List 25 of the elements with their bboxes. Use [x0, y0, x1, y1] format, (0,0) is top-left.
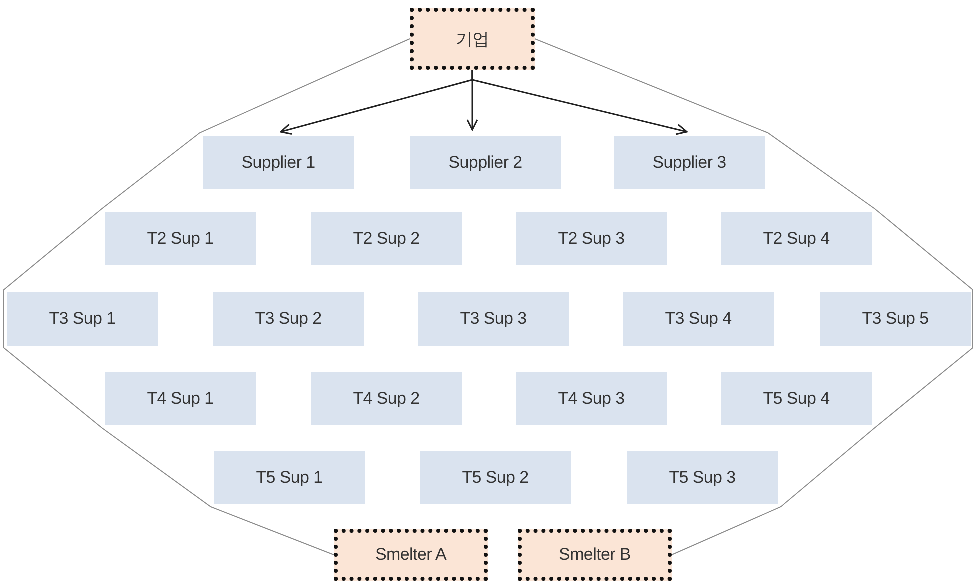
supplier-box: T2 Sup 2 [311, 212, 462, 265]
supplier-box: Supplier 2 [410, 136, 561, 189]
connector-line [4, 38, 410, 556]
smelter-box: Smelter B [518, 529, 672, 581]
supplier-box: T2 Sup 1 [105, 212, 256, 265]
supplier-box: T3 Sup 3 [418, 292, 569, 346]
supplier-box: T5 Sup 2 [420, 451, 571, 504]
supplier-box: T2 Sup 4 [721, 212, 872, 265]
smelter-box: Smelter A [334, 529, 488, 581]
supplier-box: T3 Sup 2 [213, 292, 364, 346]
supplier-box: T5 Sup 3 [627, 451, 778, 504]
supplier-box: T2 Sup 3 [516, 212, 667, 265]
supplier-box: T3 Sup 5 [820, 292, 971, 346]
supplier-box: Supplier 3 [614, 136, 765, 189]
connector-line [534, 38, 974, 556]
supplier-box: Supplier 1 [203, 136, 354, 189]
supplier-box: T4 Sup 3 [516, 372, 667, 425]
supplier-box: T4 Sup 1 [105, 372, 256, 425]
supplier-box: T5 Sup 1 [214, 451, 365, 504]
company-box: 기업 [410, 8, 535, 70]
supplier-box: T3 Sup 4 [623, 292, 774, 346]
supplier-box: T5 Sup 4 [721, 372, 872, 425]
supplier-box: T4 Sup 2 [311, 372, 462, 425]
arrow [472, 70, 688, 136]
supplier-box: T3 Sup 1 [7, 292, 158, 346]
